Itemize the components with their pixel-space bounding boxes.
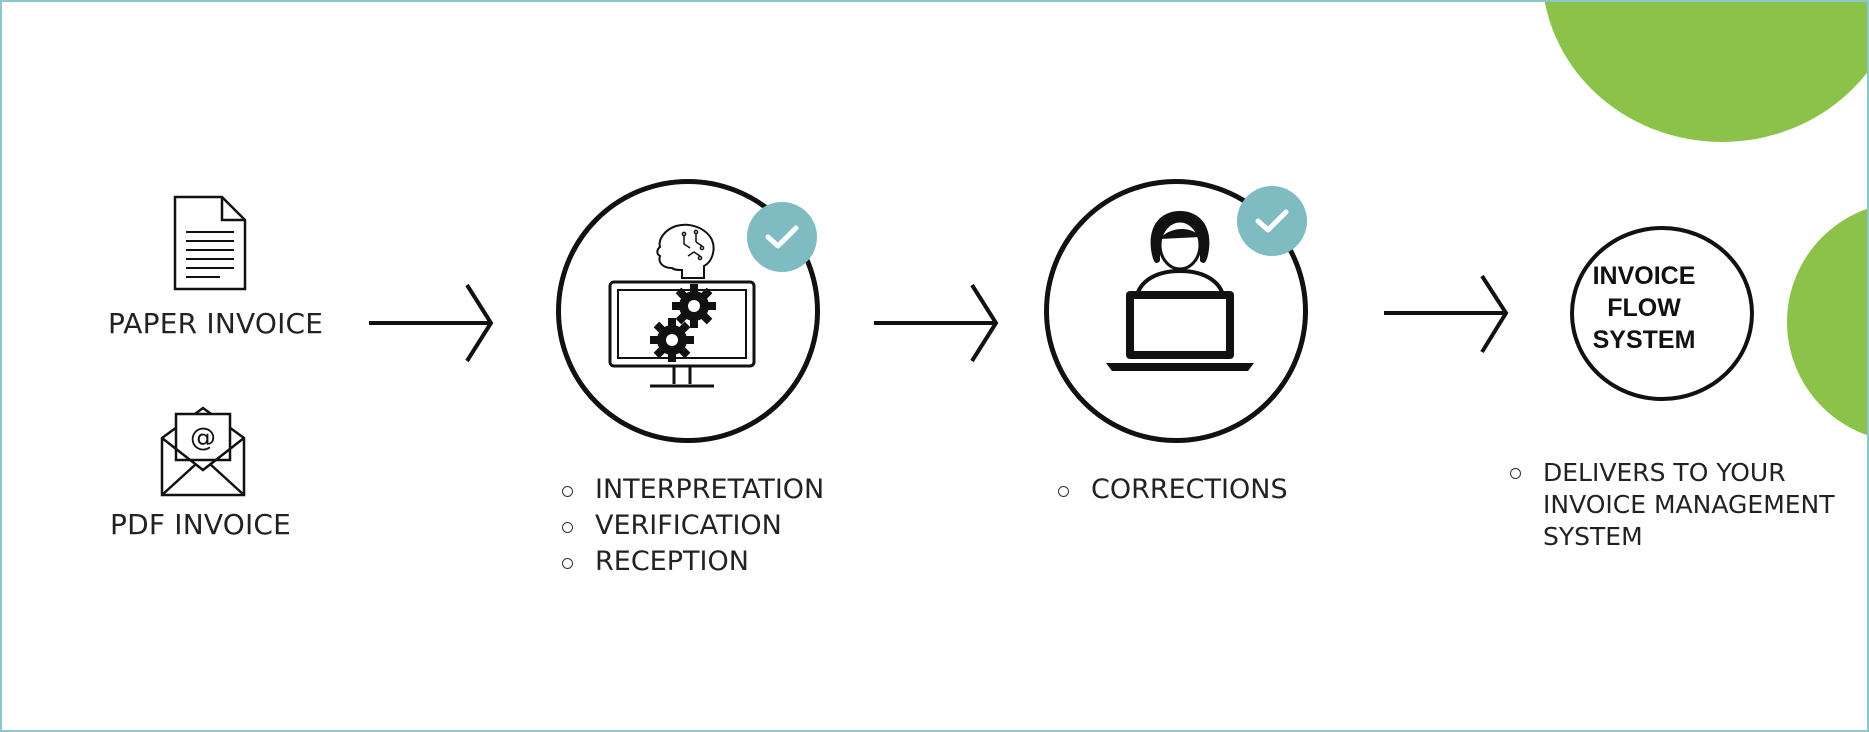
svg-text:@: @ xyxy=(190,423,216,453)
invoice-flow-system-circle xyxy=(1570,226,1754,401)
pdf-invoice-label: PDF INVOICE xyxy=(110,508,292,541)
bullet-text: CORRECTIONS xyxy=(1091,474,1288,505)
list-item: RECEPTION xyxy=(562,544,824,580)
bullet-text: DELIVERS TO YOUR INVOICE MANAGEMENT SYST… xyxy=(1543,458,1835,551)
arrow-right-icon xyxy=(367,282,495,369)
bullet-text: VERIFICATION xyxy=(595,510,782,541)
bullet-text: RECEPTION xyxy=(595,546,749,577)
document-icon xyxy=(172,194,248,297)
interpretation-bullet-list: INTERPRETATION VERIFICATION RECEPTION xyxy=(562,472,824,580)
bullet-marker xyxy=(1058,486,1069,497)
list-item: VERIFICATION xyxy=(562,508,824,544)
bullet-marker xyxy=(562,522,573,533)
decorative-green-circle-right xyxy=(1787,202,1867,442)
person-laptop-icon xyxy=(1102,207,1258,382)
list-item: CORRECTIONS xyxy=(1058,472,1288,508)
ai-computer-gears-icon xyxy=(602,212,762,397)
list-item: INTERPRETATION xyxy=(562,472,824,508)
checkmark-icon xyxy=(1237,186,1307,256)
bullet-marker xyxy=(562,486,573,497)
arrow-right-icon xyxy=(872,282,1000,369)
arrow-right-icon xyxy=(1382,274,1510,361)
paper-invoice-label: PAPER INVOICE xyxy=(108,307,324,340)
list-item: DELIVERS TO YOUR INVOICE MANAGEMENT SYST… xyxy=(1510,457,1867,553)
system-label-line: SYSTEM xyxy=(1592,326,1696,354)
delivery-bullet-list: DELIVERS TO YOUR INVOICE MANAGEMENT SYST… xyxy=(1510,457,1867,553)
bullet-marker xyxy=(1510,468,1521,479)
corrections-bullet-list: CORRECTIONS xyxy=(1058,472,1288,508)
decorative-green-circle-top xyxy=(1542,2,1867,142)
email-envelope-icon: @ xyxy=(160,400,246,503)
checkmark-icon xyxy=(747,202,817,272)
system-label-line: INVOICE xyxy=(1592,262,1696,290)
invoice-flow-system-label: INVOICE FLOW SYSTEM xyxy=(1574,260,1714,356)
bullet-text: INTERPRETATION xyxy=(595,474,825,505)
system-label-line: FLOW xyxy=(1607,294,1681,322)
bullet-marker xyxy=(562,558,573,569)
